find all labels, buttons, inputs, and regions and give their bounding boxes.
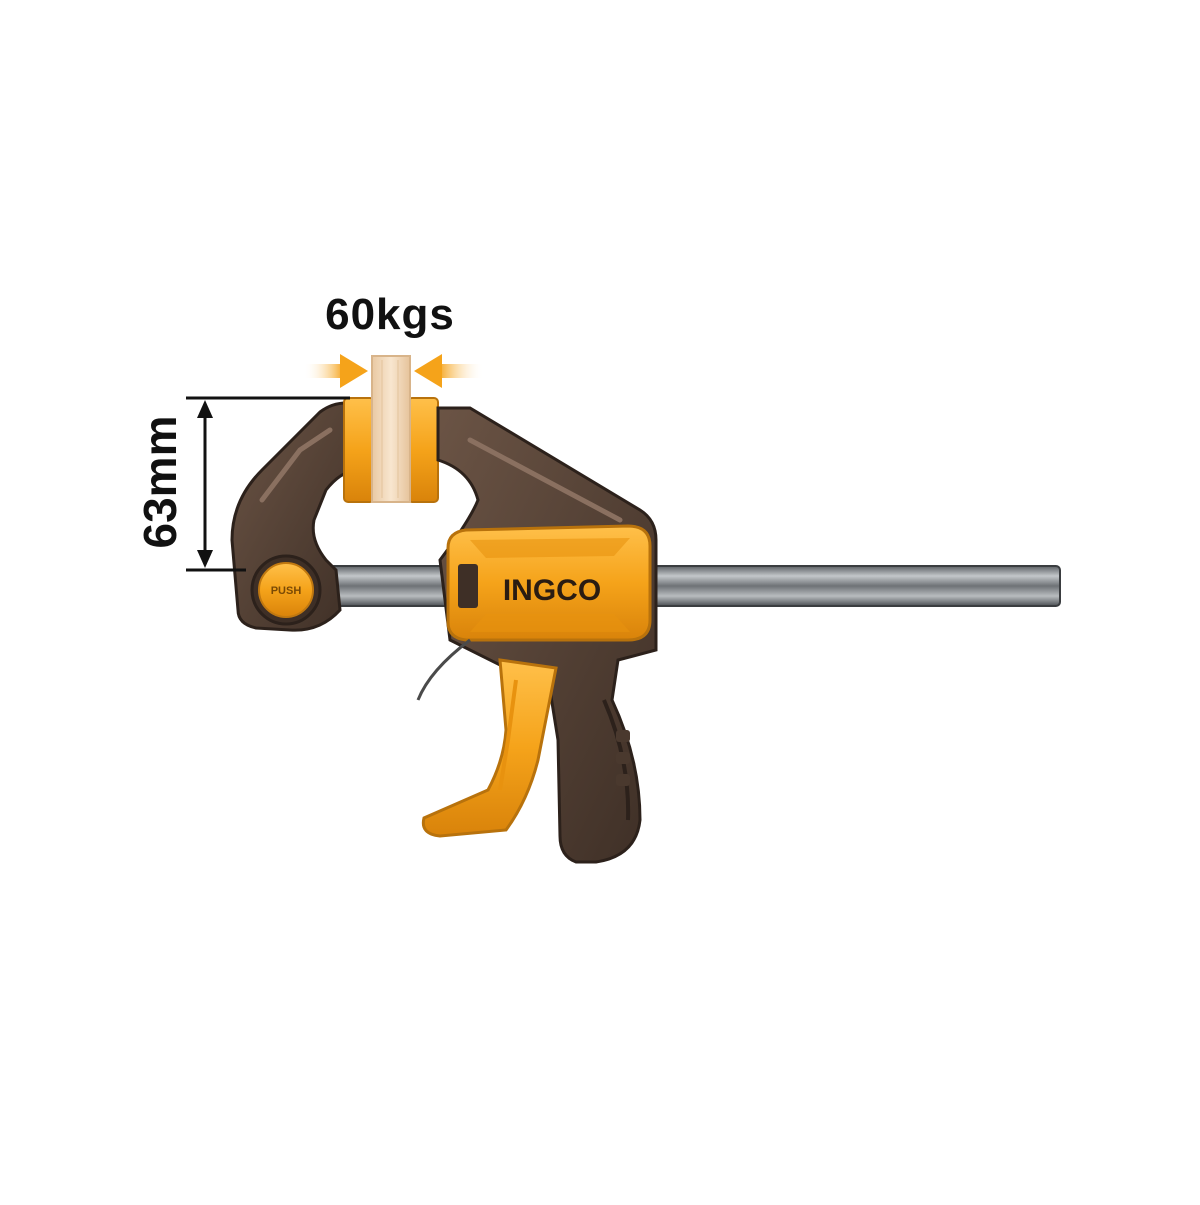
clamping-force-label: 60kgs	[325, 290, 455, 339]
dimension-arrow-icon	[197, 550, 213, 568]
arrow-left-icon	[414, 354, 442, 388]
release-wire	[416, 638, 471, 701]
force-arrow-right	[414, 354, 484, 388]
brand-housing: INGCO	[446, 524, 652, 642]
force-arrow-left	[304, 354, 368, 388]
throat-depth-label: 63mm	[134, 415, 186, 549]
push-button-label: PUSH	[271, 585, 302, 597]
trigger-handle	[421, 658, 558, 838]
dimension-arrow-icon	[197, 400, 213, 418]
arrow-right-icon	[340, 354, 368, 388]
brand-logo: INGCO	[503, 574, 601, 607]
wood-workpiece	[371, 355, 411, 503]
dimension-indicator	[186, 396, 350, 572]
fixed-jaw: PUSH	[230, 401, 358, 632]
clamp-rail	[329, 565, 1061, 607]
